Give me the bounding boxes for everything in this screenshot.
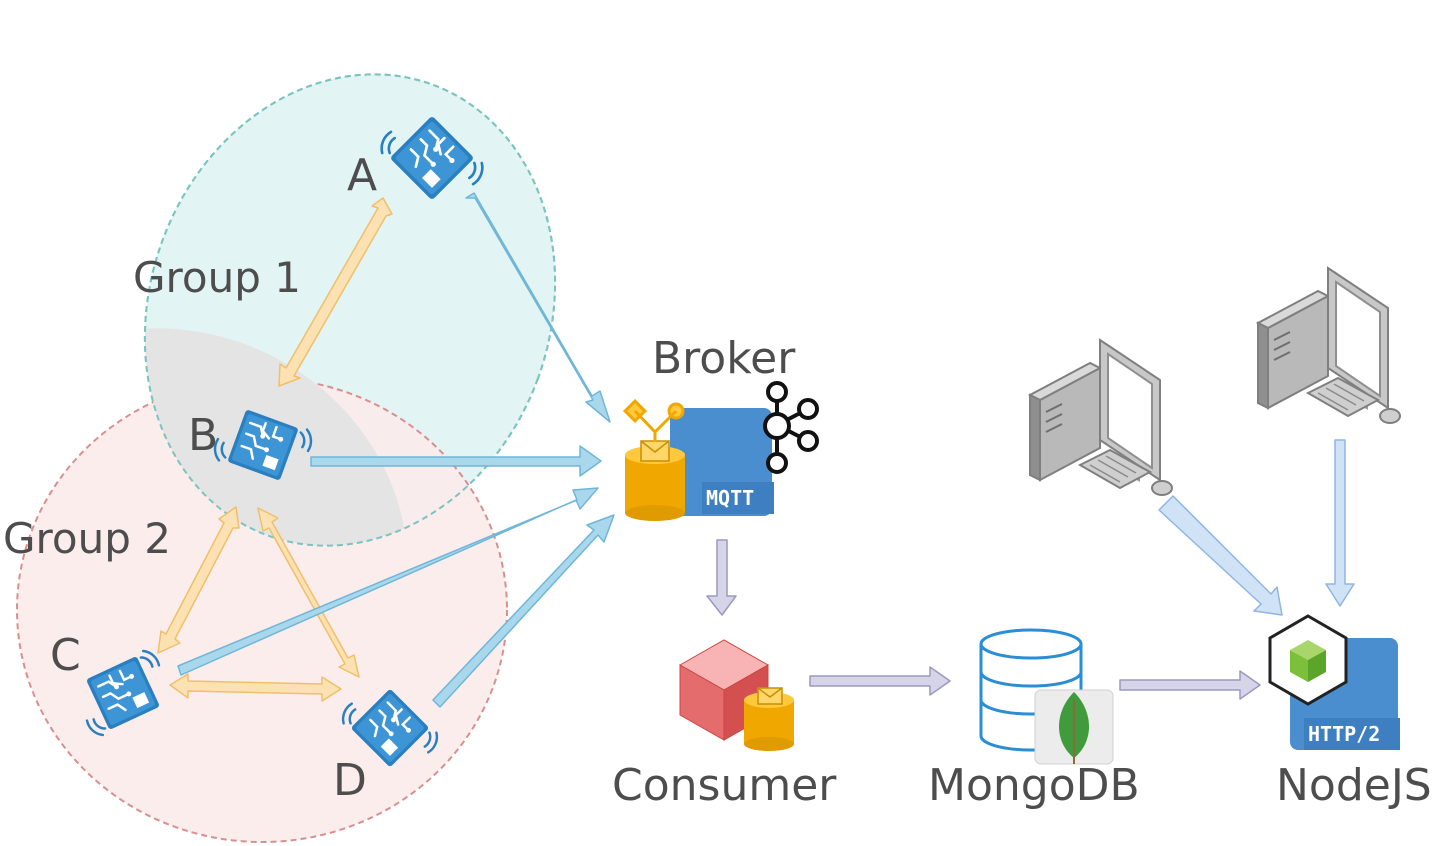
- peer-arrow-b-d: [257, 507, 360, 678]
- peer-arrow-b-c: [157, 506, 240, 654]
- consumer-node: Consumer: [612, 639, 837, 811]
- nodejs-cube-icon: [1268, 614, 1348, 706]
- arrow-a-broker: [465, 192, 611, 423]
- mqtt-badge-label: MQTT: [706, 486, 754, 510]
- device-b: B: [188, 400, 317, 490]
- mongodb-leaf-icon: [1059, 692, 1089, 764]
- arrow-consumer-mongodb: [809, 666, 951, 696]
- http2-badge-label: HTTP/2: [1308, 722, 1380, 746]
- http2-badge: [1304, 718, 1400, 750]
- db-cylinder-icon: [744, 687, 794, 751]
- desktop-computer-icon: [1257, 267, 1401, 424]
- arrow-client1-nodejs: [1158, 495, 1283, 616]
- nodejs-node: HTTP/2 NodeJS: [1268, 614, 1432, 811]
- broker-node: Broker MQTT: [622, 333, 819, 521]
- client-computer-1: [1029, 339, 1173, 496]
- device-c-label: C: [50, 630, 81, 681]
- peer-arrow-c-d: [169, 673, 342, 702]
- mongodb-label: MongoDB: [928, 760, 1140, 811]
- desktop-computer-icon: [1029, 339, 1173, 496]
- mongodb-node: MongoDB: [928, 628, 1140, 811]
- group-2-label: Group 2: [3, 514, 171, 563]
- device-d-label: D: [333, 755, 367, 806]
- client-arrows: [1158, 439, 1355, 616]
- device-d: D: [333, 674, 444, 806]
- arrow-d-broker: [432, 514, 615, 708]
- device-a: A: [347, 100, 490, 216]
- arrow-b-broker: [310, 445, 602, 477]
- db-cylinder-icon: [625, 440, 685, 521]
- group-1-label: Group 1: [133, 253, 301, 302]
- arrow-mongodb-nodejs: [1119, 670, 1261, 700]
- device-c: C: [50, 630, 178, 740]
- peer-arrows: [157, 197, 393, 702]
- device-a-label: A: [347, 150, 377, 201]
- arrow-client2-nodejs: [1325, 439, 1355, 607]
- peer-arrow-a-b: [278, 197, 393, 387]
- kafka-icon: [763, 381, 819, 474]
- routing-icon: [622, 398, 685, 442]
- mqtt-arrows: [177, 192, 615, 708]
- broker-label: Broker: [652, 333, 796, 384]
- flow-arrows: [706, 539, 1261, 700]
- device-b-label: B: [188, 410, 218, 461]
- client-computer-2: [1257, 267, 1401, 424]
- consumer-label: Consumer: [612, 760, 837, 811]
- arrow-c-broker: [177, 487, 599, 676]
- mqtt-badge: [702, 482, 774, 514]
- arrow-broker-consumer: [706, 539, 737, 616]
- nodejs-label: NodeJS: [1276, 760, 1432, 811]
